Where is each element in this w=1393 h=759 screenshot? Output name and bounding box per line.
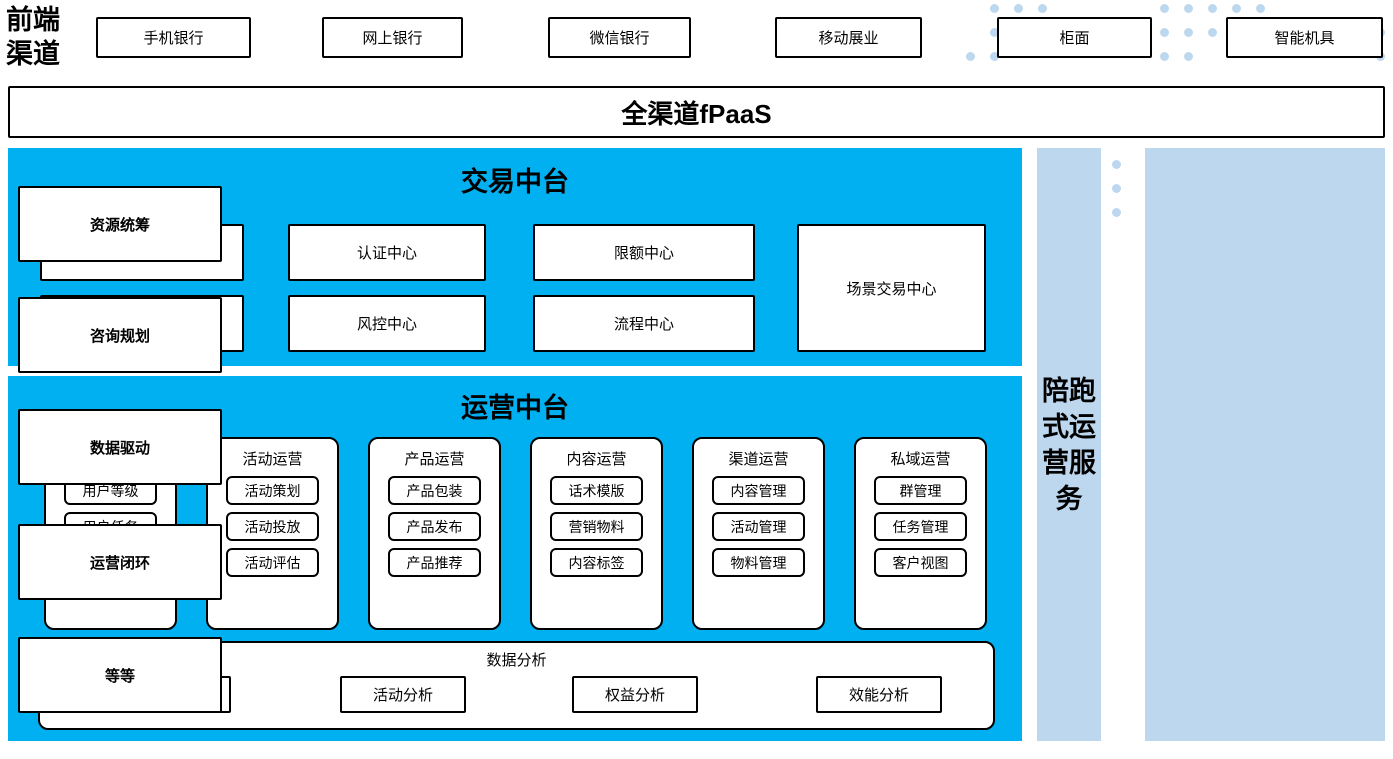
channel-smart-machine[interactable]: 智能机具: [1226, 17, 1383, 58]
op-column-private-domain-title: 私域运营: [890, 451, 951, 468]
fpaas-bar[interactable]: 全渠道fPaaS: [8, 86, 1385, 138]
op-item-activity-manage[interactable]: 活动管理: [712, 512, 805, 541]
op-item-task-manage[interactable]: 任务管理: [874, 512, 967, 541]
front-channel-label-line1: 前端: [6, 5, 60, 35]
channel-counter[interactable]: 柜面: [997, 17, 1152, 58]
op-item-content-manage[interactable]: 内容管理: [712, 476, 805, 505]
da-item-rights[interactable]: 权益分析: [572, 676, 698, 713]
service-item-consulting[interactable]: 咨询规划: [18, 297, 222, 373]
tx-auth-center[interactable]: 认证中心: [288, 224, 486, 281]
op-item-activity-launch[interactable]: 活动投放: [226, 512, 319, 541]
channel-online-bank[interactable]: 网上银行: [322, 17, 463, 58]
op-column-private-domain[interactable]: 私域运营 群管理 任务管理 客户视图: [854, 437, 987, 630]
op-item-activity-eval[interactable]: 活动评估: [226, 548, 319, 577]
accompany-service-column: 陪跑 式运 营服 务: [1037, 148, 1101, 741]
op-column-channel[interactable]: 渠道运营 内容管理 活动管理 物料管理: [692, 437, 825, 630]
op-item-product-release[interactable]: 产品发布: [388, 512, 481, 541]
tx-process-center[interactable]: 流程中心: [533, 295, 755, 352]
op-column-content-title: 内容运营: [566, 451, 627, 468]
channel-wechat-bank[interactable]: 微信银行: [548, 17, 691, 58]
data-analysis-title: 数据分析: [486, 652, 547, 669]
op-column-content[interactable]: 内容运营 话术模版 营销物料 内容标签: [530, 437, 663, 630]
front-channel-label: 前端 渠道: [6, 2, 86, 72]
accompany-service-line2: 式运: [1042, 411, 1096, 442]
tx-scene-transaction-center[interactable]: 场景交易中心: [797, 224, 986, 352]
operation-platform-title: 运营中台: [461, 393, 569, 423]
op-item-customer-view[interactable]: 客户视图: [874, 548, 967, 577]
da-item-activity[interactable]: 活动分析: [340, 676, 466, 713]
op-item-material-manage[interactable]: 物料管理: [712, 548, 805, 577]
accompany-service-line3: 营服: [1042, 447, 1096, 478]
transaction-platform-title: 交易中台: [461, 167, 569, 197]
op-column-activity-title: 活动运营: [242, 451, 303, 468]
service-item-resource[interactable]: 资源统筹: [18, 186, 222, 262]
channel-mobile-business[interactable]: 移动展业: [775, 17, 922, 58]
service-item-closed-loop[interactable]: 运营闭环: [18, 524, 222, 600]
op-item-product-recommend[interactable]: 产品推荐: [388, 548, 481, 577]
op-item-group-manage[interactable]: 群管理: [874, 476, 967, 505]
op-column-product-title: 产品运营: [404, 451, 465, 468]
tx-risk-center[interactable]: 风控中心: [288, 295, 486, 352]
da-item-efficiency[interactable]: 效能分析: [816, 676, 942, 713]
op-column-channel-title: 渠道运营: [728, 451, 789, 468]
service-items-panel: [1145, 148, 1385, 741]
op-item-product-package[interactable]: 产品包装: [388, 476, 481, 505]
op-column-product[interactable]: 产品运营 产品包装 产品发布 产品推荐: [368, 437, 501, 630]
tx-limit-center[interactable]: 限额中心: [533, 224, 755, 281]
op-item-activity-plan[interactable]: 活动策划: [226, 476, 319, 505]
channel-mobile-bank[interactable]: 手机银行: [96, 17, 251, 58]
accompany-service-line1: 陪跑: [1042, 375, 1096, 406]
op-item-marketing-material[interactable]: 营销物料: [550, 512, 643, 541]
op-item-content-tag[interactable]: 内容标签: [550, 548, 643, 577]
op-column-activity[interactable]: 活动运营 活动策划 活动投放 活动评估: [206, 437, 339, 630]
accompany-service-line4: 务: [1055, 483, 1083, 514]
front-channel-label-line2: 渠道: [6, 39, 60, 69]
service-item-etc[interactable]: 等等: [18, 637, 222, 713]
service-item-data-driven[interactable]: 数据驱动: [18, 409, 222, 485]
op-item-script-template[interactable]: 话术模版: [550, 476, 643, 505]
